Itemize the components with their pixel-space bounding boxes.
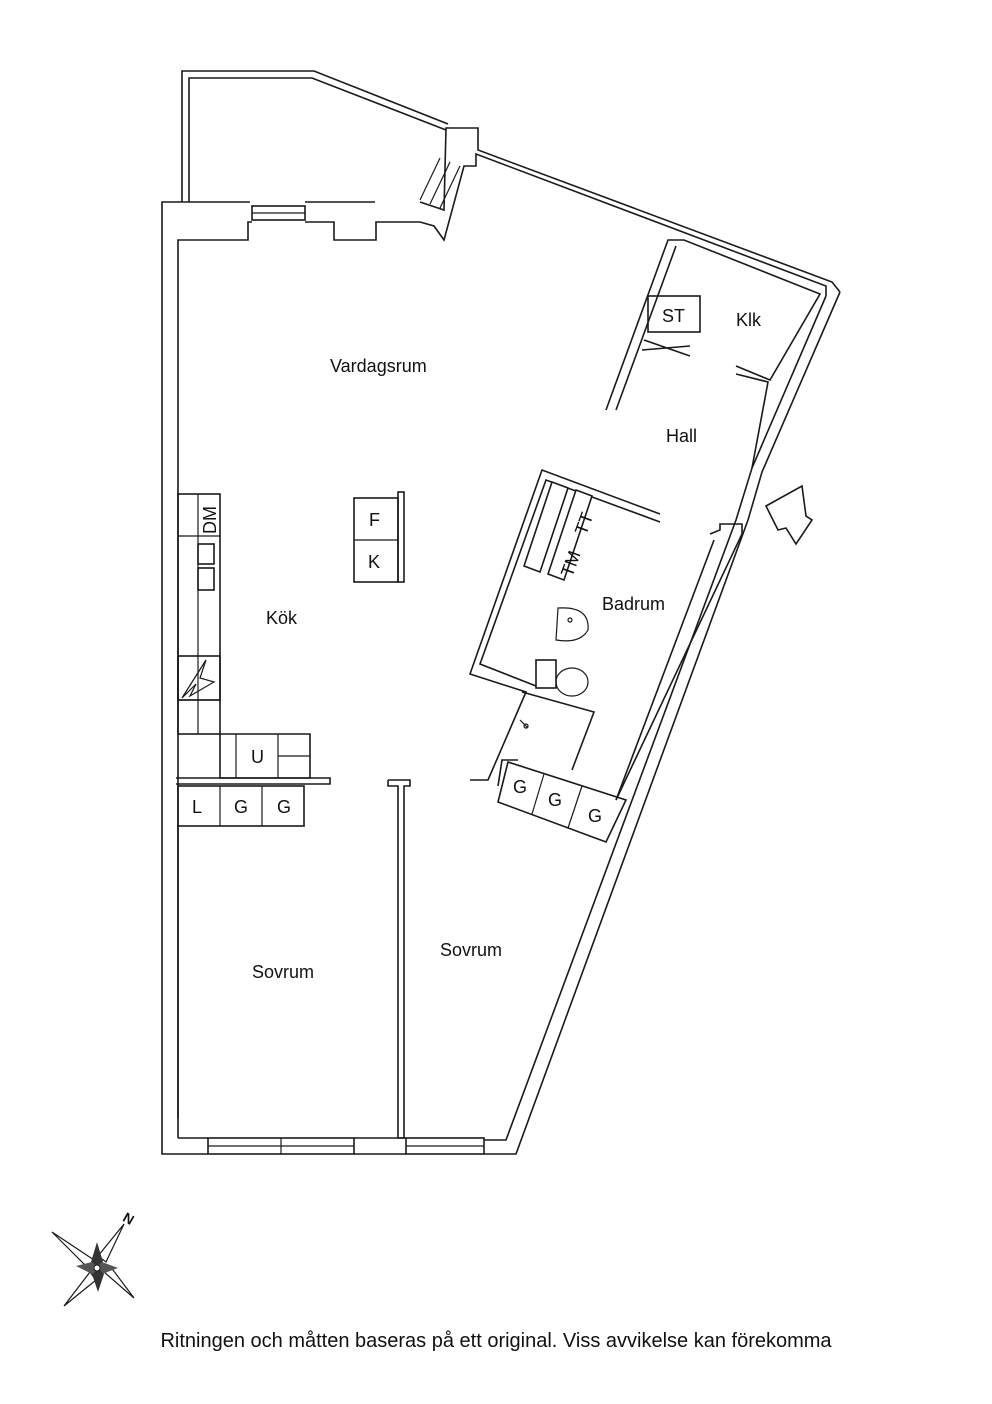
balcony	[181, 70, 461, 209]
room-label-sovrum-right: Sovrum	[440, 940, 502, 960]
room-label-hall: Hall	[666, 426, 697, 446]
entrance-arrow-icon	[764, 484, 814, 546]
windows	[207, 205, 485, 1155]
fixture-label-k: K	[368, 552, 380, 572]
fixture-label-l: L	[192, 797, 202, 817]
room-label-klk: Klk	[736, 310, 762, 330]
fixture-label-st: ST	[662, 306, 685, 326]
room-label-badrum: Badrum	[602, 594, 665, 614]
island-fk	[353, 491, 405, 583]
bathroom-walls	[468, 468, 743, 801]
room-label-sovrum-left: Sovrum	[252, 962, 314, 982]
hall-walls	[605, 239, 822, 469]
exterior-walls	[161, 127, 841, 1155]
bathroom-fixtures	[519, 480, 594, 729]
fixture-label-g-4: G	[548, 790, 562, 810]
compass-rose-icon: N	[51, 1209, 137, 1307]
fixture-label-f: F	[369, 510, 380, 530]
wardrobes	[177, 760, 628, 844]
fixture-label-u: U	[251, 747, 264, 767]
st-box	[647, 295, 701, 333]
fixture-label-g-2: G	[277, 797, 291, 817]
bedroom-walls	[177, 779, 411, 1139]
room-label-vardagsrum: Vardagsrum	[330, 356, 427, 376]
fixture-label-dm: DM	[200, 506, 220, 534]
room-label-kok: Kök	[266, 608, 298, 628]
fixture-label-g-3: G	[513, 777, 527, 797]
disclaimer-text: Ritningen och måtten baseras på ett orig…	[160, 1330, 832, 1352]
fixture-label-g-5: G	[588, 806, 602, 826]
fixture-label-g-1: G	[234, 797, 248, 817]
kitchen-units	[176, 493, 331, 785]
